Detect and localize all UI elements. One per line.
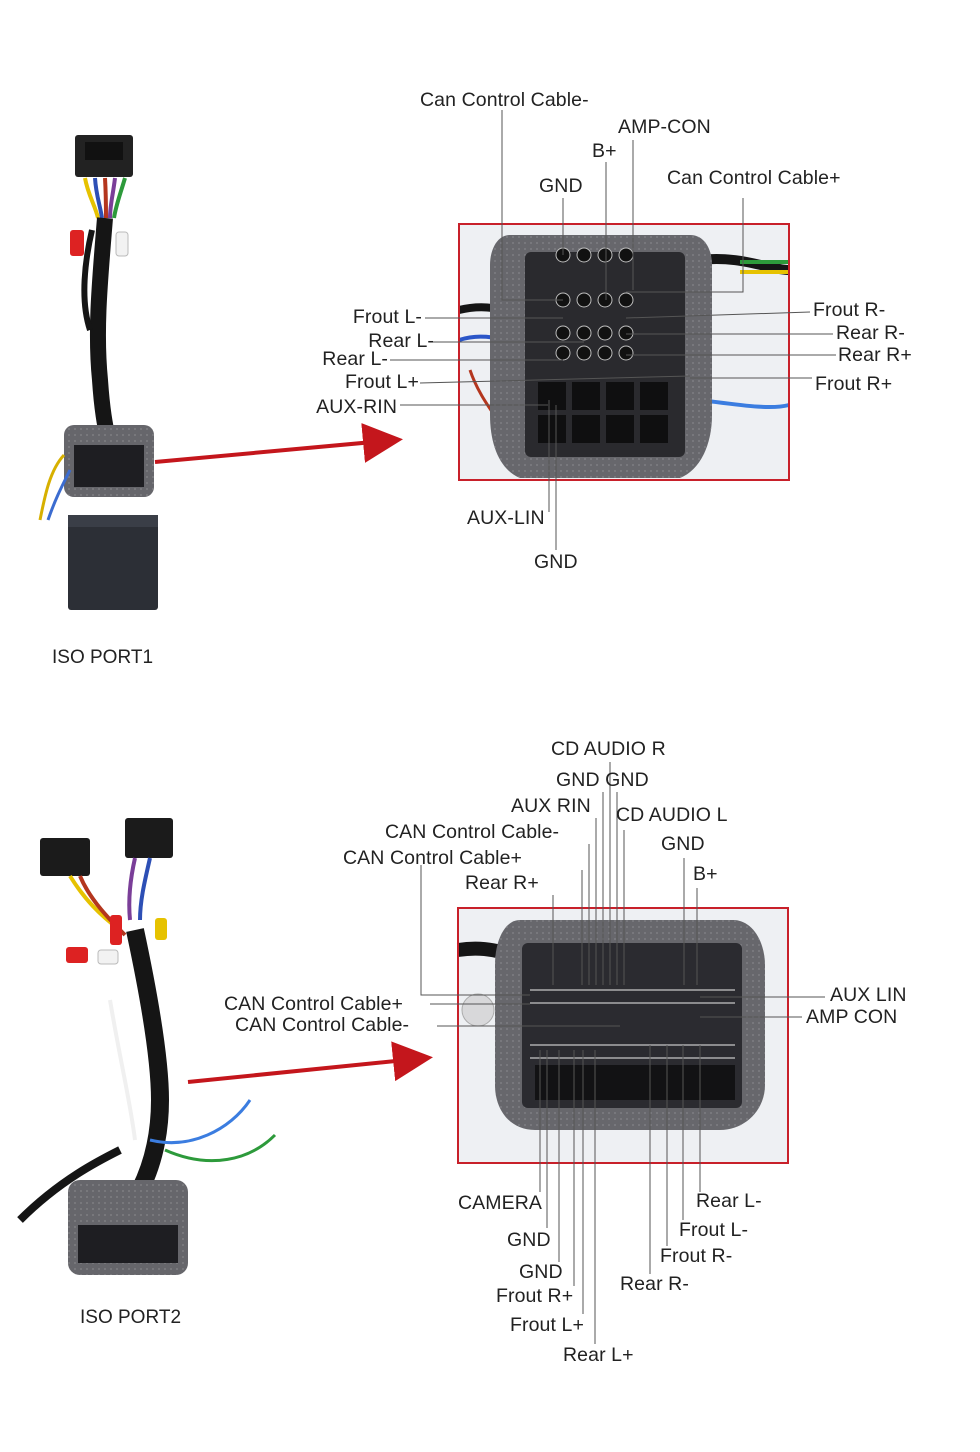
label-rear-r-minus-2: Rear R-	[620, 1273, 689, 1295]
port2-leaders	[420, 762, 825, 1344]
label-frout-r-minus-2: Frout R-	[660, 1245, 733, 1267]
label-amp-con-2: AMP CON	[806, 1006, 898, 1028]
label-frout-r-plus: Frout R+	[815, 373, 893, 395]
label-can-control-cable-plus-left: CAN Control Cable+	[224, 993, 404, 1015]
label-can-control-cable-plus: Can Control Cable+	[667, 167, 841, 189]
label-frout-l-minus: Frout L-	[352, 306, 422, 328]
label-camera: CAMERA	[458, 1192, 543, 1214]
label-rear-l-minus-2: Rear L-	[696, 1190, 762, 1212]
label-gnd-top: GND	[539, 175, 583, 197]
label-frout-r-plus-2: Frout R+	[496, 1285, 574, 1307]
label-cd-audio-r: CD AUDIO R	[551, 738, 666, 760]
label-gnd-b1: GND	[507, 1229, 551, 1251]
arrow-port2	[187, 1041, 433, 1084]
label-can-control-cable-minus: Can Control Cable-	[420, 89, 589, 111]
caption-iso-port1: ISO PORT1	[52, 647, 154, 668]
label-rear-r-plus: Rear R+	[838, 344, 912, 366]
label-frout-l-plus: Frout L+	[345, 371, 419, 393]
label-frout-r-minus: Frout R-	[813, 299, 886, 321]
label-aux-lin: AUX-LIN	[467, 507, 545, 529]
connector-1-closeup	[458, 223, 790, 481]
label-gnd-b2: GND	[519, 1261, 563, 1283]
label-amp-con: AMP-CON	[618, 116, 711, 138]
harness-1-image	[38, 135, 158, 610]
label-rear-l-plus-2: Rear L+	[563, 1344, 634, 1366]
label-can-control-cable-plus-top: CAN Control Cable+	[343, 847, 523, 869]
label-frout-l-minus-2: Frout L-	[679, 1219, 749, 1241]
caption-iso-port2: ISO PORT2	[80, 1307, 182, 1328]
label-can-control-cable-minus-top: CAN Control Cable-	[385, 821, 560, 843]
label-b-plus-2: B+	[693, 863, 718, 885]
label-gnd-bottom: GND	[534, 551, 578, 573]
label-gnd-gnd: GND GND	[556, 769, 649, 791]
harness-2-image	[17, 818, 277, 1275]
port1-leaders	[390, 110, 836, 550]
label-gnd-right: GND	[661, 833, 705, 855]
arrow-port1	[154, 423, 403, 464]
label-rear-r-plus-2: Rear R+	[465, 872, 539, 894]
label-can-control-cable-minus-left: CAN Control Cable-	[235, 1014, 410, 1036]
label-rear-l-minus-a: Rear L-	[368, 330, 434, 352]
label-aux-lin-2: AUX LIN	[830, 984, 907, 1006]
label-aux-rin-2: AUX RIN	[511, 795, 591, 817]
connector-2-closeup	[456, 907, 789, 1164]
label-rear-l-minus-b: Rear L-	[322, 348, 388, 370]
label-aux-rin: AUX-RIN	[316, 396, 397, 418]
label-rear-r-minus: Rear R-	[836, 322, 905, 344]
label-cd-audio-l: CD AUDIO L	[616, 804, 728, 826]
label-frout-l-plus-2: Frout L+	[510, 1314, 584, 1336]
label-b-plus: B+	[592, 140, 617, 162]
